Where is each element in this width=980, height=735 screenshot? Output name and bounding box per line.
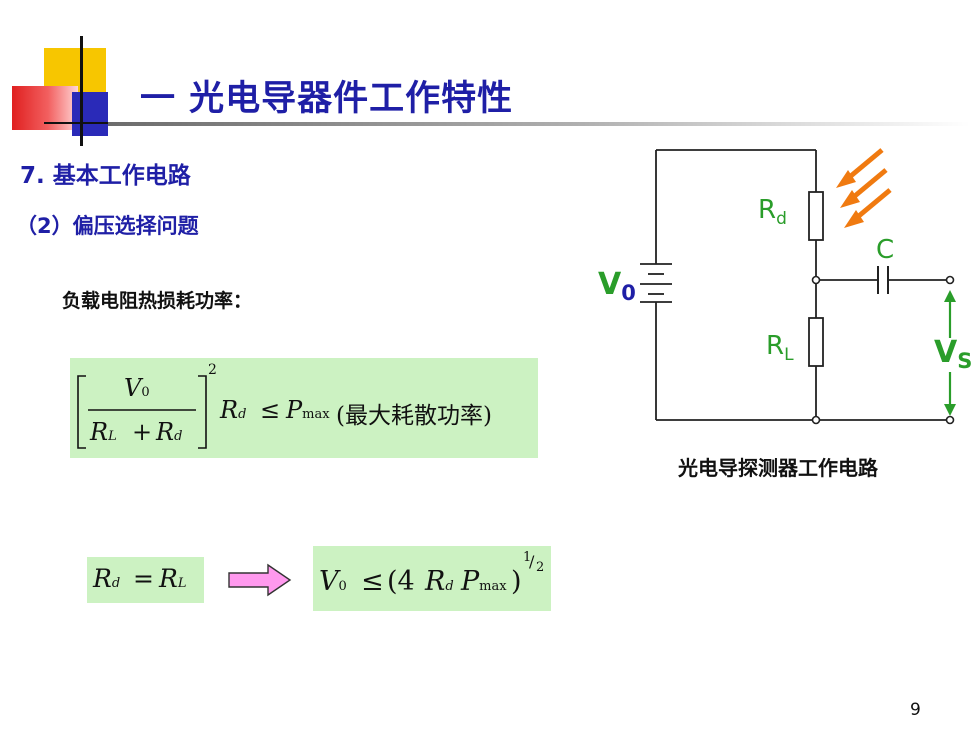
f1-exponent: 2 xyxy=(208,362,217,378)
f2-rd: Rd xyxy=(93,564,121,593)
label-c: C xyxy=(876,235,894,265)
f1-den-rl: RL xyxy=(90,418,117,446)
formula-load-power: V0 RL + Rd 2 Rd ≤ Pmax (最大耗散功率) xyxy=(70,358,538,458)
load-power-label: 负载电阻热损耗功率： xyxy=(62,290,253,312)
f3-rd: Rd xyxy=(425,566,454,597)
f1-numerator: V0 xyxy=(124,374,150,402)
f3-leq: ≤ xyxy=(361,566,384,597)
formula-v0-bound: V0 ≤ (4 Rd Pmax ) 1 / 2 xyxy=(313,546,551,611)
f2-eq: = xyxy=(133,564,154,593)
f3-exp-den: 2 xyxy=(536,560,545,575)
title-decoration-vline xyxy=(80,36,83,146)
light-arrows-icon xyxy=(836,148,892,228)
circuit-caption: 光电导探测器工作电路 xyxy=(678,456,878,480)
formula-rd-equals-rl: Rd = RL xyxy=(87,557,204,603)
resistor-rl xyxy=(808,317,824,367)
f1-note: (最大耗散功率) xyxy=(336,403,492,429)
f3-v0: V0 xyxy=(319,566,347,597)
label-v0: V0 xyxy=(598,267,636,305)
f1-rd: Rd xyxy=(220,396,247,424)
f3-exp-slash: / xyxy=(529,552,535,571)
photoconductor-circuit: Rd C RL V0 VS xyxy=(598,148,972,425)
f3-open: (4 xyxy=(387,566,415,597)
subsection-heading: （2）偏压选择问题 xyxy=(16,214,199,238)
node-junction xyxy=(811,275,821,285)
section-heading: 7. 基本工作电路 xyxy=(20,163,191,189)
f1-pmax: Pmax xyxy=(286,396,330,424)
f1-den-rd: Rd xyxy=(156,418,183,446)
title-underline xyxy=(108,122,970,126)
terminal-bottom xyxy=(945,415,955,425)
f1-den-plus: + xyxy=(132,418,153,446)
f2-rl: RL xyxy=(159,564,187,593)
f3-exp-num: 1 xyxy=(523,550,532,565)
vs-arrow-icon xyxy=(944,290,956,416)
label-rl: RL xyxy=(766,331,794,365)
label-vs: VS xyxy=(934,335,972,373)
resistor-rd xyxy=(808,191,824,241)
battery-icon xyxy=(640,263,672,303)
title-decoration-blue xyxy=(72,92,108,136)
slide-title: 一 光电导器件工作特性 xyxy=(140,79,514,119)
node-bottom xyxy=(811,415,821,425)
capacitor-icon xyxy=(877,266,889,294)
implication-arrow-icon xyxy=(228,563,292,597)
page-number: 9 xyxy=(910,700,921,720)
terminal-top xyxy=(945,275,955,285)
f1-leq: ≤ xyxy=(260,396,281,424)
formula-brackets xyxy=(77,375,207,449)
f3-pmax: Pmax xyxy=(461,566,507,597)
f3-close: ) xyxy=(511,566,522,597)
label-rd: Rd xyxy=(758,195,787,229)
